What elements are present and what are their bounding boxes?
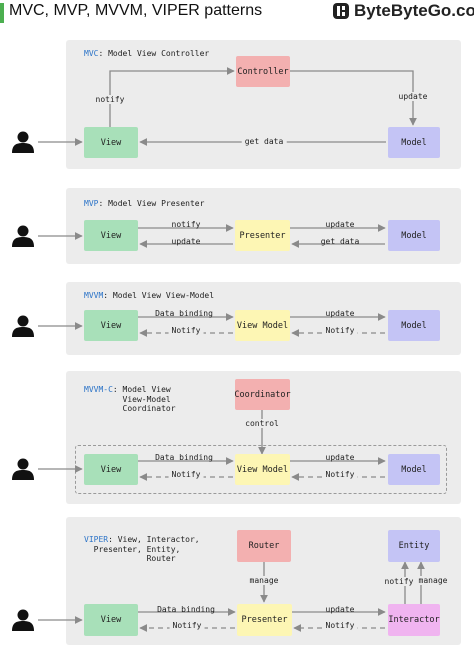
- mvp-get-data-label: get data: [320, 237, 360, 246]
- mvvm-model-box: Model: [388, 310, 440, 341]
- mvvmc-view-box: View: [84, 454, 138, 485]
- viper-notify-up-label: notify: [383, 577, 415, 586]
- mvp-update-left-label: update: [171, 237, 201, 246]
- mvc-title: MVC: Model View Controller: [84, 49, 210, 58]
- mvvmc-data-binding-label: Data binding: [155, 453, 213, 462]
- mvvmc-model-box: Model: [388, 454, 440, 485]
- mvvmc-notify-left-label: Notify: [168, 470, 204, 479]
- user-icon: [12, 315, 34, 337]
- mvvm-notify-right-label: Notify: [322, 326, 358, 335]
- viper-view-box: View: [84, 604, 138, 636]
- mvvmc-notify-right-label: Notify: [322, 470, 358, 479]
- mvvm-title: MVVM: Model View View-Model: [84, 291, 215, 300]
- header: MVC, MVP, MVVM, VIPER patterns ByteByteG…: [0, 0, 474, 25]
- viper-title: VIPER: View, Interactor, Presenter, Enti…: [84, 535, 200, 563]
- viper-notify-right-label: Notify: [322, 621, 358, 630]
- mvp-model-box: Model: [388, 220, 440, 251]
- viper-manage-right-label: manage: [417, 576, 449, 585]
- mvp-update-right-label: update: [325, 220, 355, 229]
- mvp-view-box: View: [84, 220, 138, 251]
- viper-presenter-box: Presenter: [237, 604, 292, 636]
- mvc-view-box: View: [84, 127, 138, 158]
- mvvm-view-box: View: [84, 310, 138, 341]
- mvc-update-label: update: [397, 92, 429, 101]
- mvvm-data-binding-label: Data binding: [155, 309, 213, 318]
- mvvm-view-model-box: View Model: [235, 310, 290, 341]
- mvc-controller-box: Controller: [236, 56, 290, 87]
- page-title: MVC, MVP, MVVM, VIPER patterns: [9, 2, 263, 19]
- viper-data-binding-label: Data binding: [157, 605, 215, 614]
- mvvm-notify-left-label: Notify: [168, 326, 204, 335]
- viper-entity-box: Entity: [388, 530, 440, 562]
- user-icon: [12, 458, 34, 480]
- brand-name: ByteByteGo.com: [354, 1, 474, 20]
- mvc-get-data-label: get data: [241, 137, 287, 146]
- mvvmc-coordinator-box: Coordinator: [234, 379, 291, 410]
- viper-notify-left-label: Notify: [169, 621, 205, 630]
- mvvm-update-label: update: [325, 309, 355, 318]
- user-icon: [12, 131, 34, 153]
- user-icon: [12, 225, 34, 247]
- mvp-title: MVP: Model View Presenter: [84, 199, 205, 208]
- mvvmc-control-label: control: [243, 419, 281, 428]
- brand: ByteByteGo.com: [332, 1, 474, 21]
- bytebytego-logo-icon: [333, 3, 349, 19]
- mvp-presenter-box: Presenter: [235, 220, 290, 251]
- mvvmc-view-model-box: View Model: [235, 454, 290, 485]
- mvvmc-title: MVVM-C: Model View View-Model Coordinato…: [84, 385, 176, 413]
- viper-interactor-box: Interactor: [388, 604, 440, 636]
- mvp-notify-label: notify: [171, 220, 201, 229]
- mvc-notify-label: notify: [94, 95, 126, 104]
- viper-update-label: update: [325, 605, 355, 614]
- viper-router-box: Router: [237, 530, 291, 562]
- viper-manage-left-label: manage: [247, 576, 281, 585]
- title-accent-bar: [0, 3, 4, 23]
- user-icon: [12, 609, 34, 631]
- mvvmc-update-label: update: [325, 453, 355, 462]
- mvc-model-box: Model: [388, 127, 440, 158]
